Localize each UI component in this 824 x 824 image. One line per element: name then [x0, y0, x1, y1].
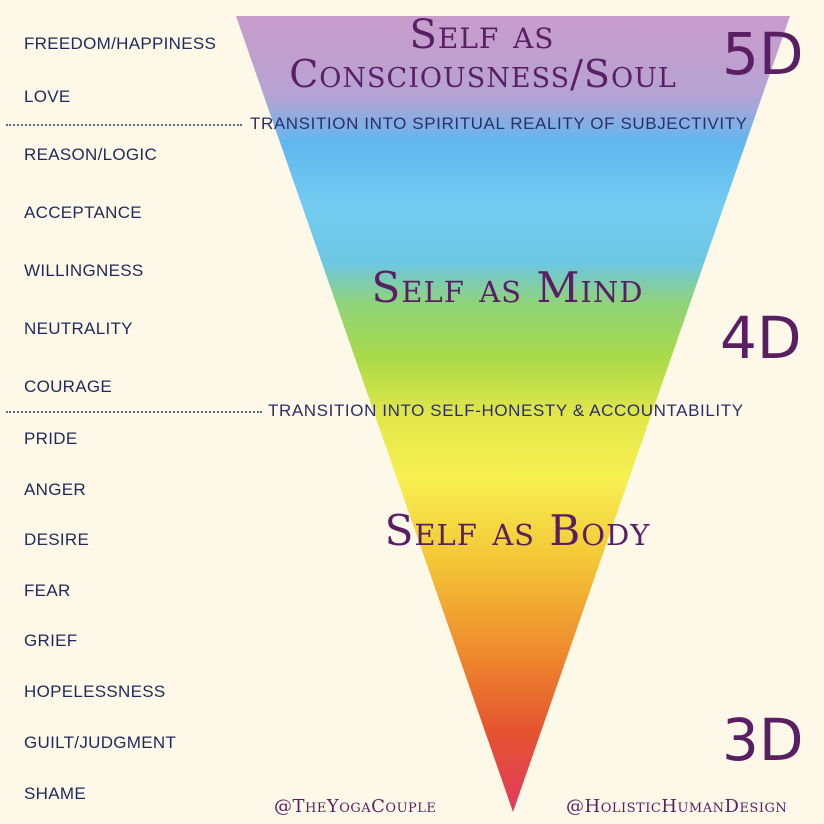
credit-yoga-couple: @TheYogaCouple — [274, 796, 437, 817]
dimension-3d: 3D — [722, 706, 804, 774]
level-love: LOVE — [24, 87, 71, 106]
dimension-4d: 4D — [720, 304, 802, 372]
level-acceptance: ACCEPTANCE — [24, 203, 142, 222]
credit-holistic-human-design: @HolisticHumanDesign — [566, 796, 788, 817]
levels-list: FREEDOM/HAPPINESS LOVE REASON/LOGIC ACCE… — [0, 0, 250, 824]
divider-spiritual — [6, 124, 242, 126]
dimension-5d: 5D — [722, 20, 804, 88]
level-desire: DESIRE — [24, 530, 90, 549]
triangle-shape — [236, 16, 790, 812]
level-freedom-happiness: FREEDOM/HAPPINESS — [24, 34, 217, 53]
self-as-mind: Self as Mind — [371, 263, 644, 312]
self-as-body: Self as Body — [384, 506, 651, 555]
level-neutrality: NEUTRALITY — [24, 319, 133, 338]
level-courage: COURAGE — [24, 377, 113, 396]
level-anger: ANGER — [24, 480, 86, 499]
transition-honesty: TRANSITION INTO SELF-HONESTY & ACCOUNTAB… — [268, 401, 744, 420]
level-grief: GRIEF — [24, 631, 78, 650]
level-hopelessness: HOPELESSNESS — [24, 682, 166, 701]
level-reason-logic: REASON/LOGIC — [24, 145, 158, 164]
level-fear: FEAR — [24, 581, 71, 600]
self-as-soul-line1: Self as — [409, 12, 555, 58]
self-as-soul-line2: Consciousness/Soul — [289, 52, 677, 96]
level-guilt-judgment: GUILT/JUDGMENT — [24, 733, 177, 752]
level-pride: PRIDE — [24, 429, 78, 448]
divider-honesty — [6, 411, 262, 413]
transition-spiritual: TRANSITION INTO SPIRITUAL REALITY OF SUB… — [250, 114, 748, 133]
level-willingness: WILLINGNESS — [24, 261, 144, 280]
level-shame: SHAME — [24, 784, 86, 803]
